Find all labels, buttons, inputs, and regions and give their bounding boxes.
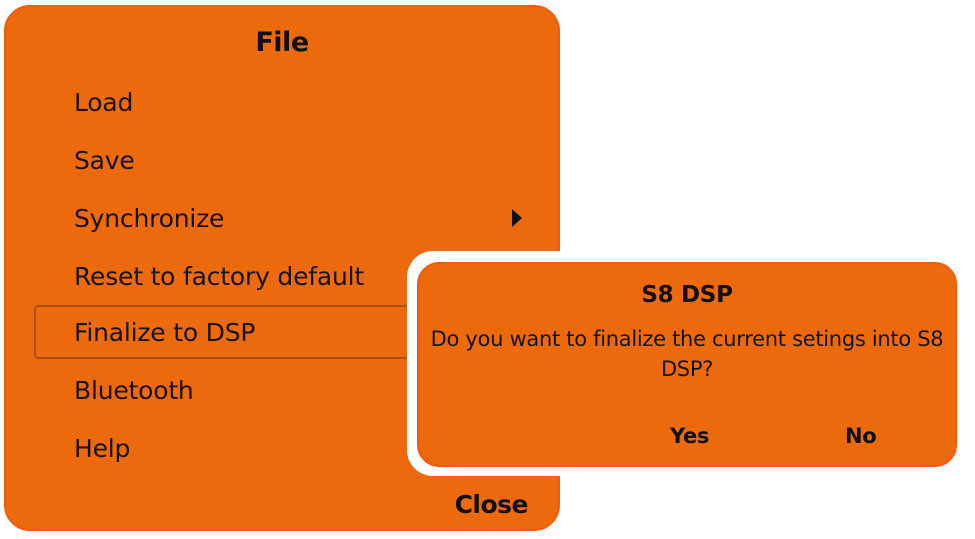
- no-button[interactable]: No: [845, 424, 877, 448]
- submenu-arrow-icon: [512, 209, 522, 227]
- menu-item-label: Synchronize: [74, 203, 225, 233]
- close-button[interactable]: Close: [454, 490, 529, 519]
- menu-item-bluetooth[interactable]: Bluetooth: [34, 364, 534, 416]
- confirm-dialog: S8 DSP Do you want to finalize the curre…: [417, 262, 957, 467]
- menu-item-help[interactable]: Help: [34, 422, 534, 474]
- menu-item-label: Save: [74, 145, 135, 175]
- yes-button[interactable]: Yes: [670, 424, 710, 448]
- menu-item-label: Bluetooth: [74, 375, 194, 405]
- menu-title: File: [255, 27, 309, 58]
- dialog-message: Do you want to finalize the current seti…: [430, 327, 944, 381]
- menu-item-label: Help: [74, 433, 131, 463]
- menu-item-synchronize[interactable]: Synchronize: [34, 192, 534, 244]
- menu-item-label: Load: [74, 87, 134, 117]
- menu-item-reset-factory-default[interactable]: Reset to factory default: [34, 250, 534, 302]
- dialog-title: S8 DSP: [641, 282, 733, 308]
- menu-item-label: Finalize to DSP: [74, 317, 256, 347]
- menu-item-load[interactable]: Load: [34, 76, 534, 128]
- menu-item-label: Reset to factory default: [74, 261, 364, 291]
- menu-item-save[interactable]: Save: [34, 134, 534, 186]
